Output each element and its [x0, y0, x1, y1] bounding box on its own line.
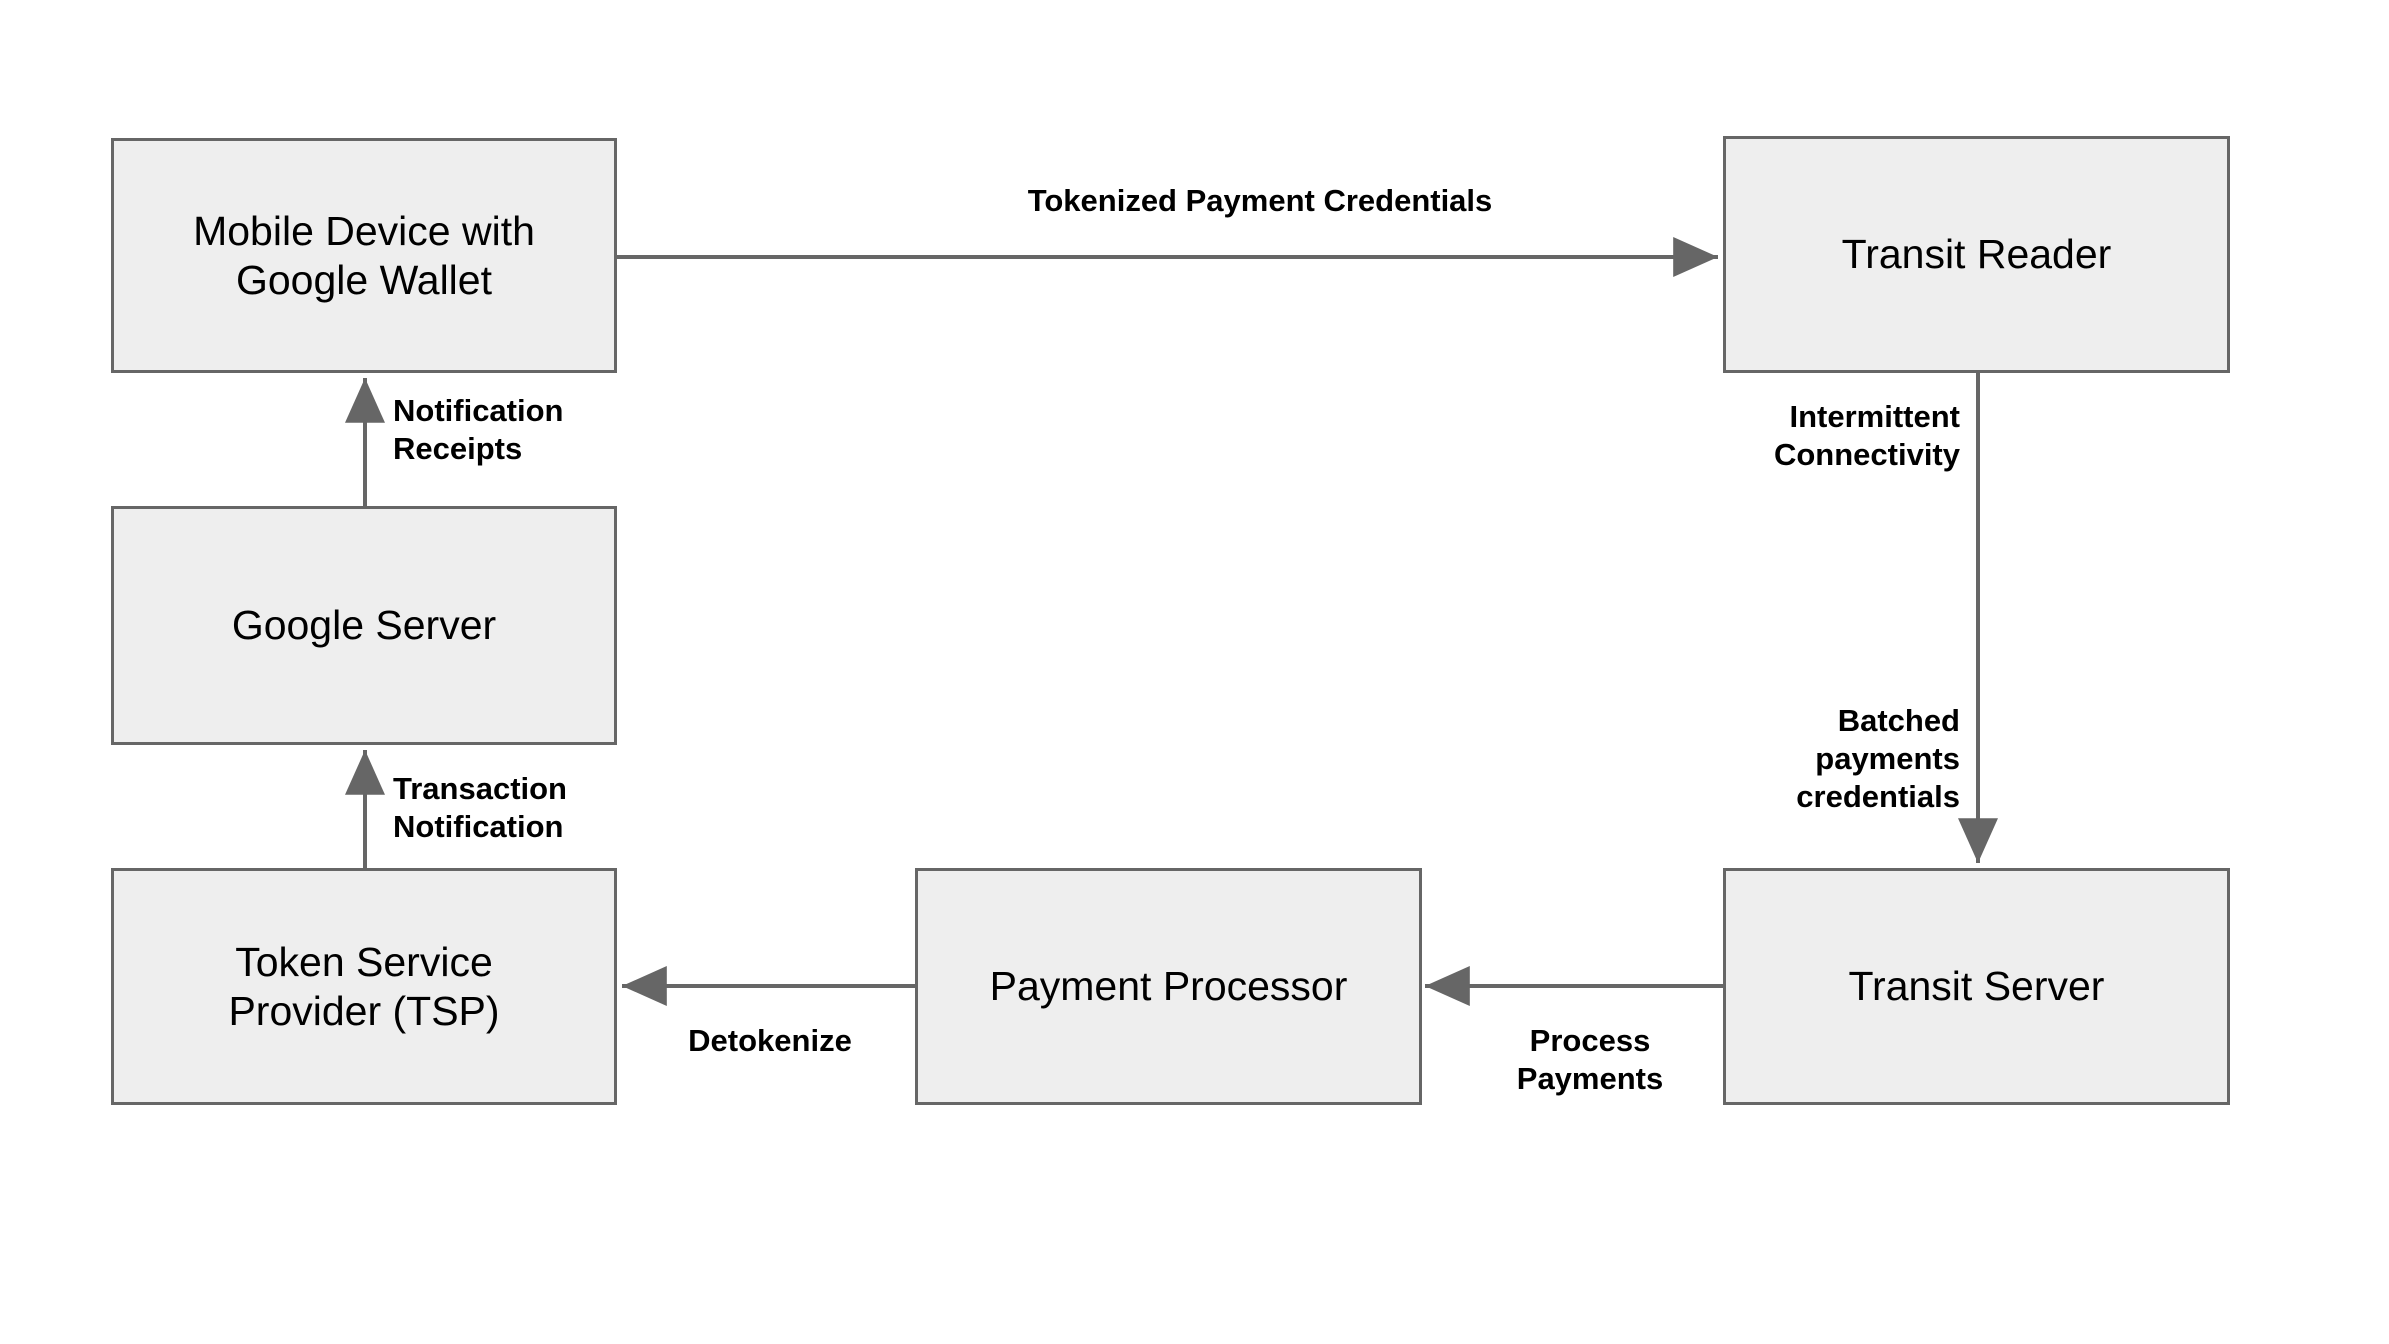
edge-label-intermittent-connectivity: Intermittent Connectivity	[1773, 399, 1960, 472]
node-transit-reader-label: Transit Reader	[1841, 231, 2112, 278]
node-mobile-device[interactable]: Mobile Device with Google Wallet	[111, 138, 617, 373]
node-transit-server[interactable]: Transit Server	[1723, 868, 2230, 1105]
edge-label-batched-payments-credentials: Batched payments credentials	[1796, 703, 1960, 814]
node-token-service-provider[interactable]: Token Service Provider (TSP)	[111, 868, 617, 1105]
edge-label-detokenize: Detokenize	[688, 1023, 852, 1058]
edge-label-transaction-notification: Transaction Notification	[393, 771, 567, 844]
node-google-server-label: Google Server	[231, 602, 497, 649]
edge-label-notification-receipts: Notification Receipts	[393, 393, 564, 466]
node-token-service-provider-label: Token Service Provider (TSP)	[228, 939, 500, 1034]
node-google-server[interactable]: Google Server	[111, 506, 617, 745]
node-payment-processor-label: Payment Processor	[989, 963, 1348, 1010]
node-transit-reader[interactable]: Transit Reader	[1723, 136, 2230, 373]
edge-label-process-payments: Process Payments	[1516, 1023, 1664, 1096]
edge-label-tokenized-payment-credentials: Tokenized Payment Credentials	[1027, 183, 1493, 218]
node-transit-server-label: Transit Server	[1848, 963, 2105, 1010]
node-mobile-device-label: Mobile Device with Google Wallet	[193, 208, 535, 303]
node-payment-processor[interactable]: Payment Processor	[915, 868, 1422, 1105]
